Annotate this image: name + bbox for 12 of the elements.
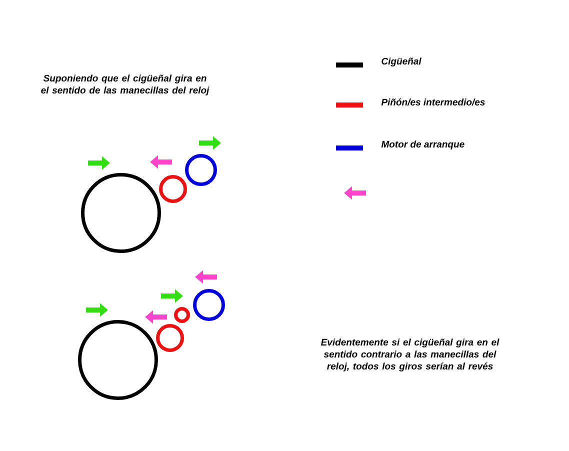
gear-circle <box>185 154 217 186</box>
note-text: Suponiendo que el cigüeñal gira en el sentido de las manecillas del reloj <box>41 74 210 96</box>
gear-circle <box>174 307 190 323</box>
gear-circle <box>159 175 187 203</box>
gear-circle <box>156 324 184 352</box>
gear-circle <box>78 320 158 400</box>
legend-label: Piñón/es intermedio/es <box>381 98 485 106</box>
legend-label: Cigüeñal <box>382 58 422 66</box>
note-text: Evidentemente si el cigüeñal gira en el sentido contrario a las manecillas del reloj, todos los giros serían al revés <box>320 338 500 372</box>
gear-circle <box>81 173 161 253</box>
gear-circle <box>193 289 225 321</box>
legend-label: Motor de arranque <box>381 140 464 150</box>
